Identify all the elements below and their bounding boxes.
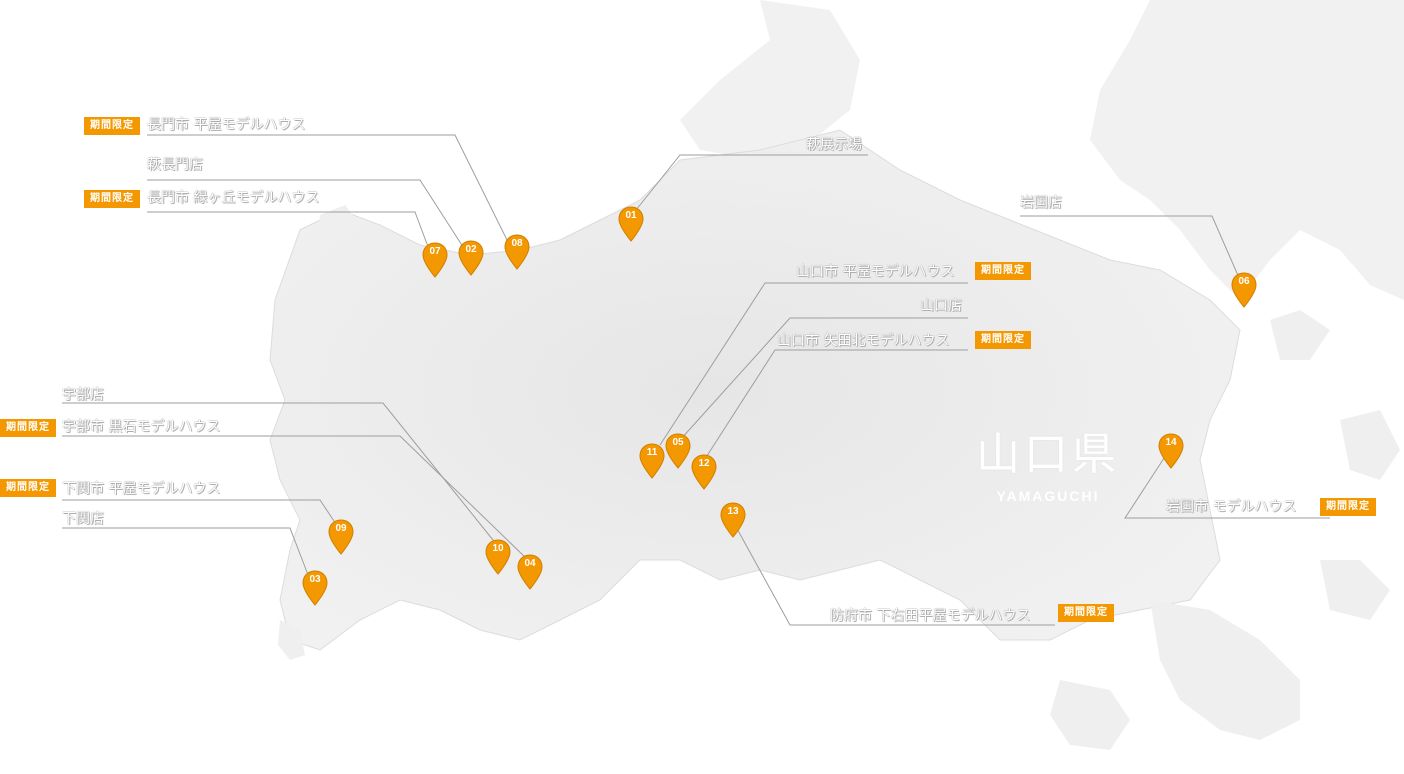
map-pin-08[interactable]: 08: [504, 234, 530, 270]
pin-number: 04: [524, 558, 536, 569]
yamaguchi-land: [269, 129, 1241, 651]
pin-marker-icon: [1158, 433, 1184, 469]
island-east-3: [1340, 410, 1400, 480]
label-iwakuni-model[interactable]: 岩国市 モデルハウス: [1166, 499, 1297, 515]
pin-number: 01: [625, 210, 637, 221]
map-pin-02[interactable]: 02: [458, 240, 484, 276]
map-pin-12[interactable]: 12: [691, 454, 717, 490]
map-pin-07[interactable]: 07: [422, 242, 448, 278]
island-east: [1150, 600, 1300, 740]
map-pin-05[interactable]: 05: [665, 433, 691, 469]
map-pin-09[interactable]: 09: [328, 519, 354, 555]
label-yamaguchi-store[interactable]: 山口店: [920, 298, 962, 314]
map-pin-06[interactable]: 06: [1231, 272, 1257, 308]
pin-marker-icon: [665, 433, 691, 469]
pin-marker-icon: [504, 234, 530, 270]
label-yamaguchi-hiraya-model[interactable]: 山口市 平屋モデルハウス: [796, 264, 955, 280]
pin-number: 03: [309, 574, 321, 585]
island-northwest: [318, 205, 360, 240]
label-ube-store[interactable]: 宇部店: [62, 387, 104, 403]
pin-marker-icon: [639, 443, 665, 479]
label-nagato-midorigaoka-model[interactable]: 長門市 緑ヶ丘モデルハウス: [147, 190, 320, 206]
map-pin-14[interactable]: 14: [1158, 433, 1184, 469]
map-pin-04[interactable]: 04: [517, 554, 543, 590]
label-iwakuni-store[interactable]: 岩国店: [1020, 195, 1062, 211]
pin-marker-icon: [1231, 272, 1257, 308]
pin-number: 08: [511, 238, 523, 249]
pin-marker-icon: [302, 570, 328, 606]
island-east-2: [1050, 680, 1130, 750]
pin-number: 13: [727, 506, 739, 517]
leader-lines: [62, 134, 1330, 626]
neighbor-land-north: [680, 0, 860, 160]
pin-marker-icon: [618, 206, 644, 242]
map-pin-01[interactable]: 01: [618, 206, 644, 242]
island-northeast: [1270, 310, 1330, 360]
limited-badge: 期間限定: [84, 117, 140, 135]
map-pin-10[interactable]: 10: [485, 539, 511, 575]
label-hagi-exhibition[interactable]: 萩展示場: [806, 137, 862, 153]
pin-marker-icon: [485, 539, 511, 575]
pin-marker-icon: [517, 554, 543, 590]
map-pin-11[interactable]: 11: [639, 443, 665, 479]
island-far-east: [1320, 560, 1390, 620]
pin-number: 09: [335, 523, 347, 534]
limited-badge: 期間限定: [84, 190, 140, 208]
pin-number: 02: [465, 244, 477, 255]
pin-number: 05: [672, 437, 684, 448]
label-ube-kuroishi-model[interactable]: 宇部市 黒石モデルハウス: [62, 419, 221, 435]
pin-number: 12: [698, 458, 710, 469]
limited-badge: 期間限定: [975, 331, 1031, 349]
pin-marker-icon: [328, 519, 354, 555]
prefecture-name-en: YAMAGUCHI: [996, 488, 1100, 504]
pin-marker-icon: [422, 242, 448, 278]
label-hagi-nagato-store[interactable]: 萩長門店: [147, 157, 203, 173]
label-yamaguchi-yatakita-model[interactable]: 山口市 矢田北モデルハウス: [777, 333, 950, 349]
label-nagato-hiraya-model[interactable]: 長門市 平屋モデルハウス: [147, 117, 306, 133]
pin-number: 06: [1238, 276, 1250, 287]
limited-badge: 期間限定: [1058, 604, 1114, 622]
pin-marker-icon: [458, 240, 484, 276]
pin-number: 11: [646, 447, 658, 458]
label-shimonoseki-hiraya-model[interactable]: 下関市 平屋モデルハウス: [62, 481, 221, 497]
pin-marker-icon: [691, 454, 717, 490]
limited-badge: 期間限定: [0, 419, 56, 437]
pin-number: 10: [492, 543, 504, 554]
limited-badge: 期間限定: [1320, 498, 1376, 516]
prefecture-name: 山口県: [976, 429, 1120, 480]
neighbor-land-northeast: [1090, 0, 1404, 300]
label-hofu-shimomigita-model[interactable]: 防府市 下右田平屋モデルハウス: [830, 608, 1031, 624]
island-sw: [278, 620, 305, 660]
pin-number: 14: [1165, 437, 1177, 448]
limited-badge: 期間限定: [0, 479, 56, 497]
label-shimonoseki-store[interactable]: 下関店: [62, 511, 104, 527]
limited-badge: 期間限定: [975, 262, 1031, 280]
map-pin-03[interactable]: 03: [302, 570, 328, 606]
map-pin-13[interactable]: 13: [720, 502, 746, 538]
pin-marker-icon: [720, 502, 746, 538]
pin-number: 07: [429, 246, 441, 257]
